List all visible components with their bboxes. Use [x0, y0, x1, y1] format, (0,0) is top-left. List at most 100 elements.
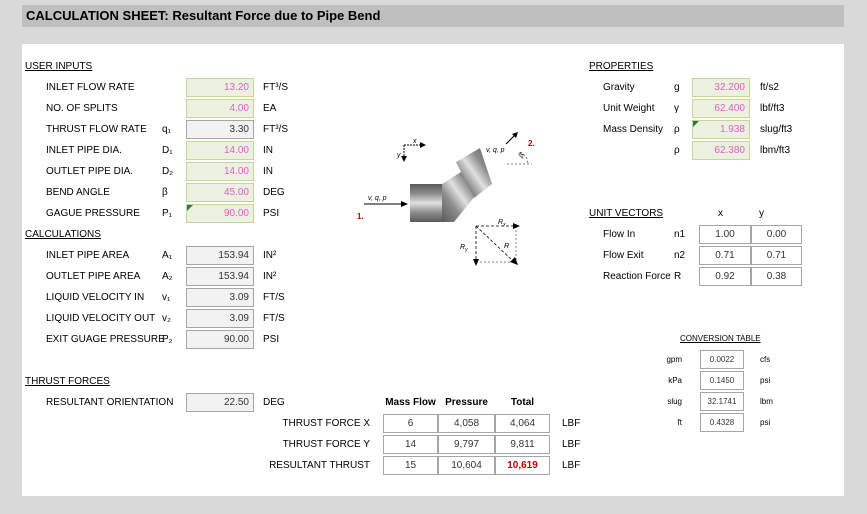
title-bar: CALCULATION SHEET: Resultant Force due t… — [22, 5, 844, 27]
thrust-mass-cell[interactable]: 15 — [383, 456, 438, 475]
uv-x-cell[interactable]: 1.00 — [699, 225, 751, 244]
calc-cell[interactable]: 3.09 — [186, 288, 254, 307]
uv-x-cell[interactable]: 0.92 — [699, 267, 751, 286]
uv-y-cell[interactable]: 0.38 — [751, 267, 802, 286]
thrust-row-label: THRUST FORCE Y — [282, 439, 370, 450]
user-input-label: INLET PIPE DIA. — [46, 145, 122, 156]
conversion-cell[interactable]: 32.1741 — [700, 392, 744, 411]
user-input-cell[interactable]: 13.20 — [186, 78, 254, 97]
user-input-cell[interactable]: 3.30 — [186, 120, 254, 139]
property-cell[interactable]: 62.380 — [692, 141, 750, 160]
user-input-cell[interactable]: 14.00 — [186, 141, 254, 160]
user-input-label: GAGUE PRESSURE — [46, 208, 140, 219]
beta-label: β — [517, 152, 526, 160]
resultant-orientation-label: RESULTANT ORIENTATION — [46, 397, 174, 408]
user-input-unit: EA — [263, 103, 277, 114]
user-input-symbol: β — [162, 187, 168, 198]
user-input-symbol: D₁ — [162, 145, 173, 156]
calc-symbol: v₂ — [162, 313, 171, 324]
resultant-orientation-unit: DEG — [263, 397, 285, 408]
conversion-cell[interactable]: 0.1450 — [700, 371, 744, 390]
sheet-title: CALCULATION SHEET: Resultant Force due t… — [26, 8, 381, 23]
uv-label: Reaction Force — [603, 271, 671, 282]
thrust-row-label: RESULTANT THRUST — [269, 460, 370, 471]
outlet-label: 2. — [528, 139, 535, 148]
calc-label: INLET PIPE AREA — [46, 250, 130, 261]
thrust-total-cell[interactable]: 10,619 — [495, 456, 550, 475]
calc-cell[interactable]: 153.94 — [186, 267, 254, 286]
uv-col-y: y — [759, 208, 764, 219]
conversion-cell[interactable]: 0.0022 — [700, 350, 744, 369]
uv-y-cell[interactable]: 0.71 — [751, 246, 802, 265]
property-symbol: ρ — [674, 145, 680, 156]
rx-arrow-icon — [513, 223, 520, 229]
inlet-label: 1. — [357, 212, 364, 221]
conversion-to: lbm — [760, 397, 773, 406]
calc-symbol: v₁ — [162, 292, 171, 303]
uv-label: Flow Exit — [603, 250, 644, 261]
user-input-cell[interactable]: 4.00 — [186, 99, 254, 118]
property-unit: lbf/ft3 — [760, 103, 785, 114]
calc-symbol: A₂ — [162, 271, 173, 282]
user-input-unit: IN — [263, 166, 273, 177]
thrust-unit: LBF — [562, 439, 581, 450]
thrust-pressure-cell[interactable]: 10,604 — [438, 456, 495, 475]
inlet-arrow-icon — [401, 201, 408, 207]
user-input-cell[interactable]: 14.00 — [186, 162, 254, 181]
user-input-unit: FT³/S — [263, 124, 288, 135]
conversion-cell[interactable]: 0.4328 — [700, 413, 744, 432]
thrust-mass-cell[interactable]: 6 — [383, 414, 438, 433]
axis-x-label: x — [412, 138, 417, 145]
calc-unit: FT/S — [263, 292, 285, 303]
pipe-bend-diagram: x y v, q, p 1. v, q, p 2. β Rx Ry R — [357, 132, 535, 266]
conversion-from: kPa — [668, 376, 682, 385]
uv-symbol: n2 — [674, 250, 686, 261]
rx-label: Rx — [498, 219, 506, 228]
calc-label: LIQUID VELOCITY OUT — [46, 313, 156, 324]
user-input-label: BEND ANGLE — [46, 187, 110, 198]
cell-note-marker — [187, 205, 193, 211]
ry-arrow-icon — [473, 259, 479, 266]
property-cell[interactable]: 32.200 — [692, 78, 750, 97]
thrust-unit: LBF — [562, 418, 581, 429]
property-cell[interactable]: 62.400 — [692, 99, 750, 118]
user-input-symbol: P₁ — [162, 208, 173, 219]
user-input-cell[interactable]: 90.00 — [186, 204, 254, 223]
thrust-pressure-cell[interactable]: 9,797 — [438, 435, 495, 454]
property-unit: slug/ft3 — [760, 124, 793, 135]
calc-label: OUTLET PIPE AREA — [46, 271, 141, 282]
thrust-total-cell[interactable]: 9,811 — [495, 435, 550, 454]
resultant-orientation-cell[interactable]: 22.50 — [186, 393, 254, 412]
axis-y-arrow-icon — [401, 156, 407, 162]
property-unit: ft/s2 — [760, 82, 779, 93]
user-input-unit: IN — [263, 145, 273, 156]
user-input-unit: FT³/S — [263, 82, 288, 93]
calc-label: LIQUID VELOCITY IN — [46, 292, 145, 303]
property-cell[interactable]: 1.938 — [692, 120, 750, 139]
axis-x-arrow-icon — [420, 142, 426, 148]
property-symbol: γ — [674, 103, 679, 114]
thrust-pressure-cell[interactable]: 4,058 — [438, 414, 495, 433]
calculation-sheet: USER INPUTS CALCULATIONS THRUST FORCES R… — [22, 44, 844, 496]
property-symbol: ρ — [674, 124, 680, 135]
thrust-mass-cell[interactable]: 14 — [383, 435, 438, 454]
uv-symbol: R — [674, 271, 682, 282]
conversion-from: slug — [667, 397, 682, 406]
uv-x-cell[interactable]: 0.71 — [699, 246, 751, 265]
thrust-total-cell[interactable]: 4,064 — [495, 414, 550, 433]
conversion-from: ft — [677, 418, 682, 427]
user-input-symbol: D₂ — [162, 166, 174, 177]
user-input-label: OUTLET PIPE DIA. — [46, 166, 134, 177]
cell-note-marker — [693, 121, 699, 127]
calc-cell[interactable]: 153.94 — [186, 246, 254, 265]
calc-cell[interactable]: 90.00 — [186, 330, 254, 349]
property-label: Unit Weight — [603, 103, 655, 114]
conversion-heading: CONVERSION TABLE — [680, 334, 761, 343]
calc-cell[interactable]: 3.09 — [186, 309, 254, 328]
uv-y-cell[interactable]: 0.00 — [751, 225, 802, 244]
r-arrow-icon — [510, 257, 518, 265]
user-input-cell[interactable]: 45.00 — [186, 183, 254, 202]
conversion-to: psi — [760, 376, 771, 385]
user-input-symbol: q₁ — [162, 124, 171, 135]
calc-unit: IN² — [263, 250, 277, 261]
